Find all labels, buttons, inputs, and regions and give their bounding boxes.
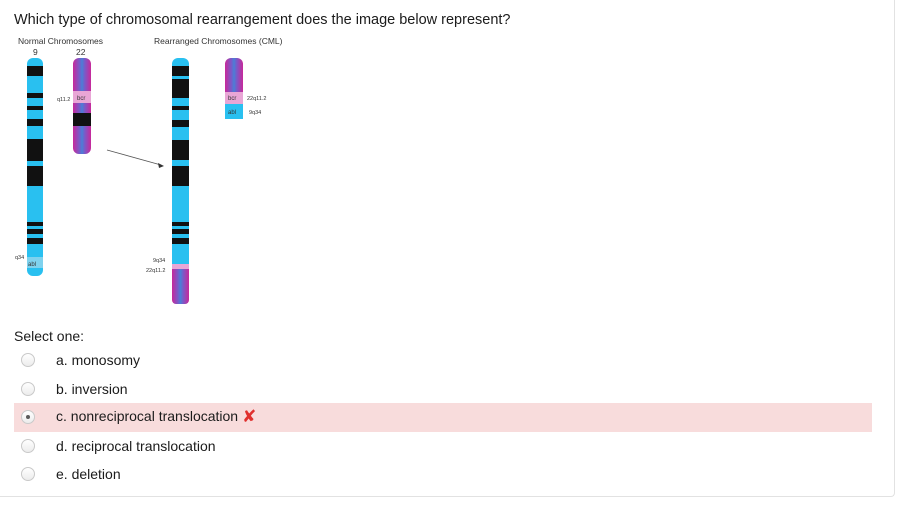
option-b-text[interactable]: b. inversion [56,380,128,397]
chromosome-figure: Normal Chromosomes Rearranged Chromosome… [15,36,283,304]
rearranged-chromosome-9 [172,58,189,304]
select-one-label: Select one: [14,328,85,344]
option-a[interactable]: a. monosomy [14,346,872,375]
chromosome-9-label: 9 [33,47,38,57]
option-a-text[interactable]: a. monosomy [56,352,141,369]
translocation-arrow [106,149,164,168]
option-e[interactable]: e. deletion [14,460,872,489]
option-e-text[interactable]: e. deletion [56,466,121,483]
cross-icon: ✘ [242,407,257,428]
answer-options: a. monosomy b. inversion c. nonreciproca… [14,346,872,489]
normal-chromosome-9 [27,58,43,276]
normal-chromosomes-title: Normal Chromosomes [18,36,103,46]
22q11-2-mid-label: 22q11.2 [146,268,165,274]
radio-button-e[interactable] [21,467,35,482]
normal-chromosome-22 [73,58,91,154]
abl-label-rearranged: abl [228,110,236,116]
radio-button-d[interactable] [21,438,35,453]
bcr-label-rearranged: bcr [228,96,236,102]
q11-2-label: q11.2 [57,97,70,103]
9q34-right-label: 9q34 [249,110,261,116]
radio-button-b[interactable] [21,381,35,396]
q34-label: q34 [15,255,24,261]
abl-label-normal: abl [28,262,36,268]
option-d-text[interactable]: d. reciprocal translocation [56,437,216,454]
option-c-text: c. nonreciprocal translocation [56,408,239,425]
bcr-label-normal: bcr [77,96,85,102]
22q11-2-right-label: 22q11.2 [247,96,266,102]
option-d[interactable]: d. reciprocal translocation [14,432,872,461]
option-b[interactable]: b. inversion [14,375,872,404]
question-text: Which type of chromosomal rearrangement … [14,12,511,28]
option-c-text-wrap[interactable]: c. nonreciprocal translocation✘ [56,407,256,427]
option-c[interactable]: c. nonreciprocal translocation✘ [14,403,872,432]
radio-button-c[interactable] [21,410,35,425]
rearranged-chromosomes-title: Rearranged Chromosomes (CML) [154,36,283,46]
9q34-mid-label: 9q34 [153,258,165,264]
chromosome-22-label: 22 [76,47,86,57]
philadelphia-chromosome [225,58,243,119]
radio-button-a[interactable] [21,353,35,368]
